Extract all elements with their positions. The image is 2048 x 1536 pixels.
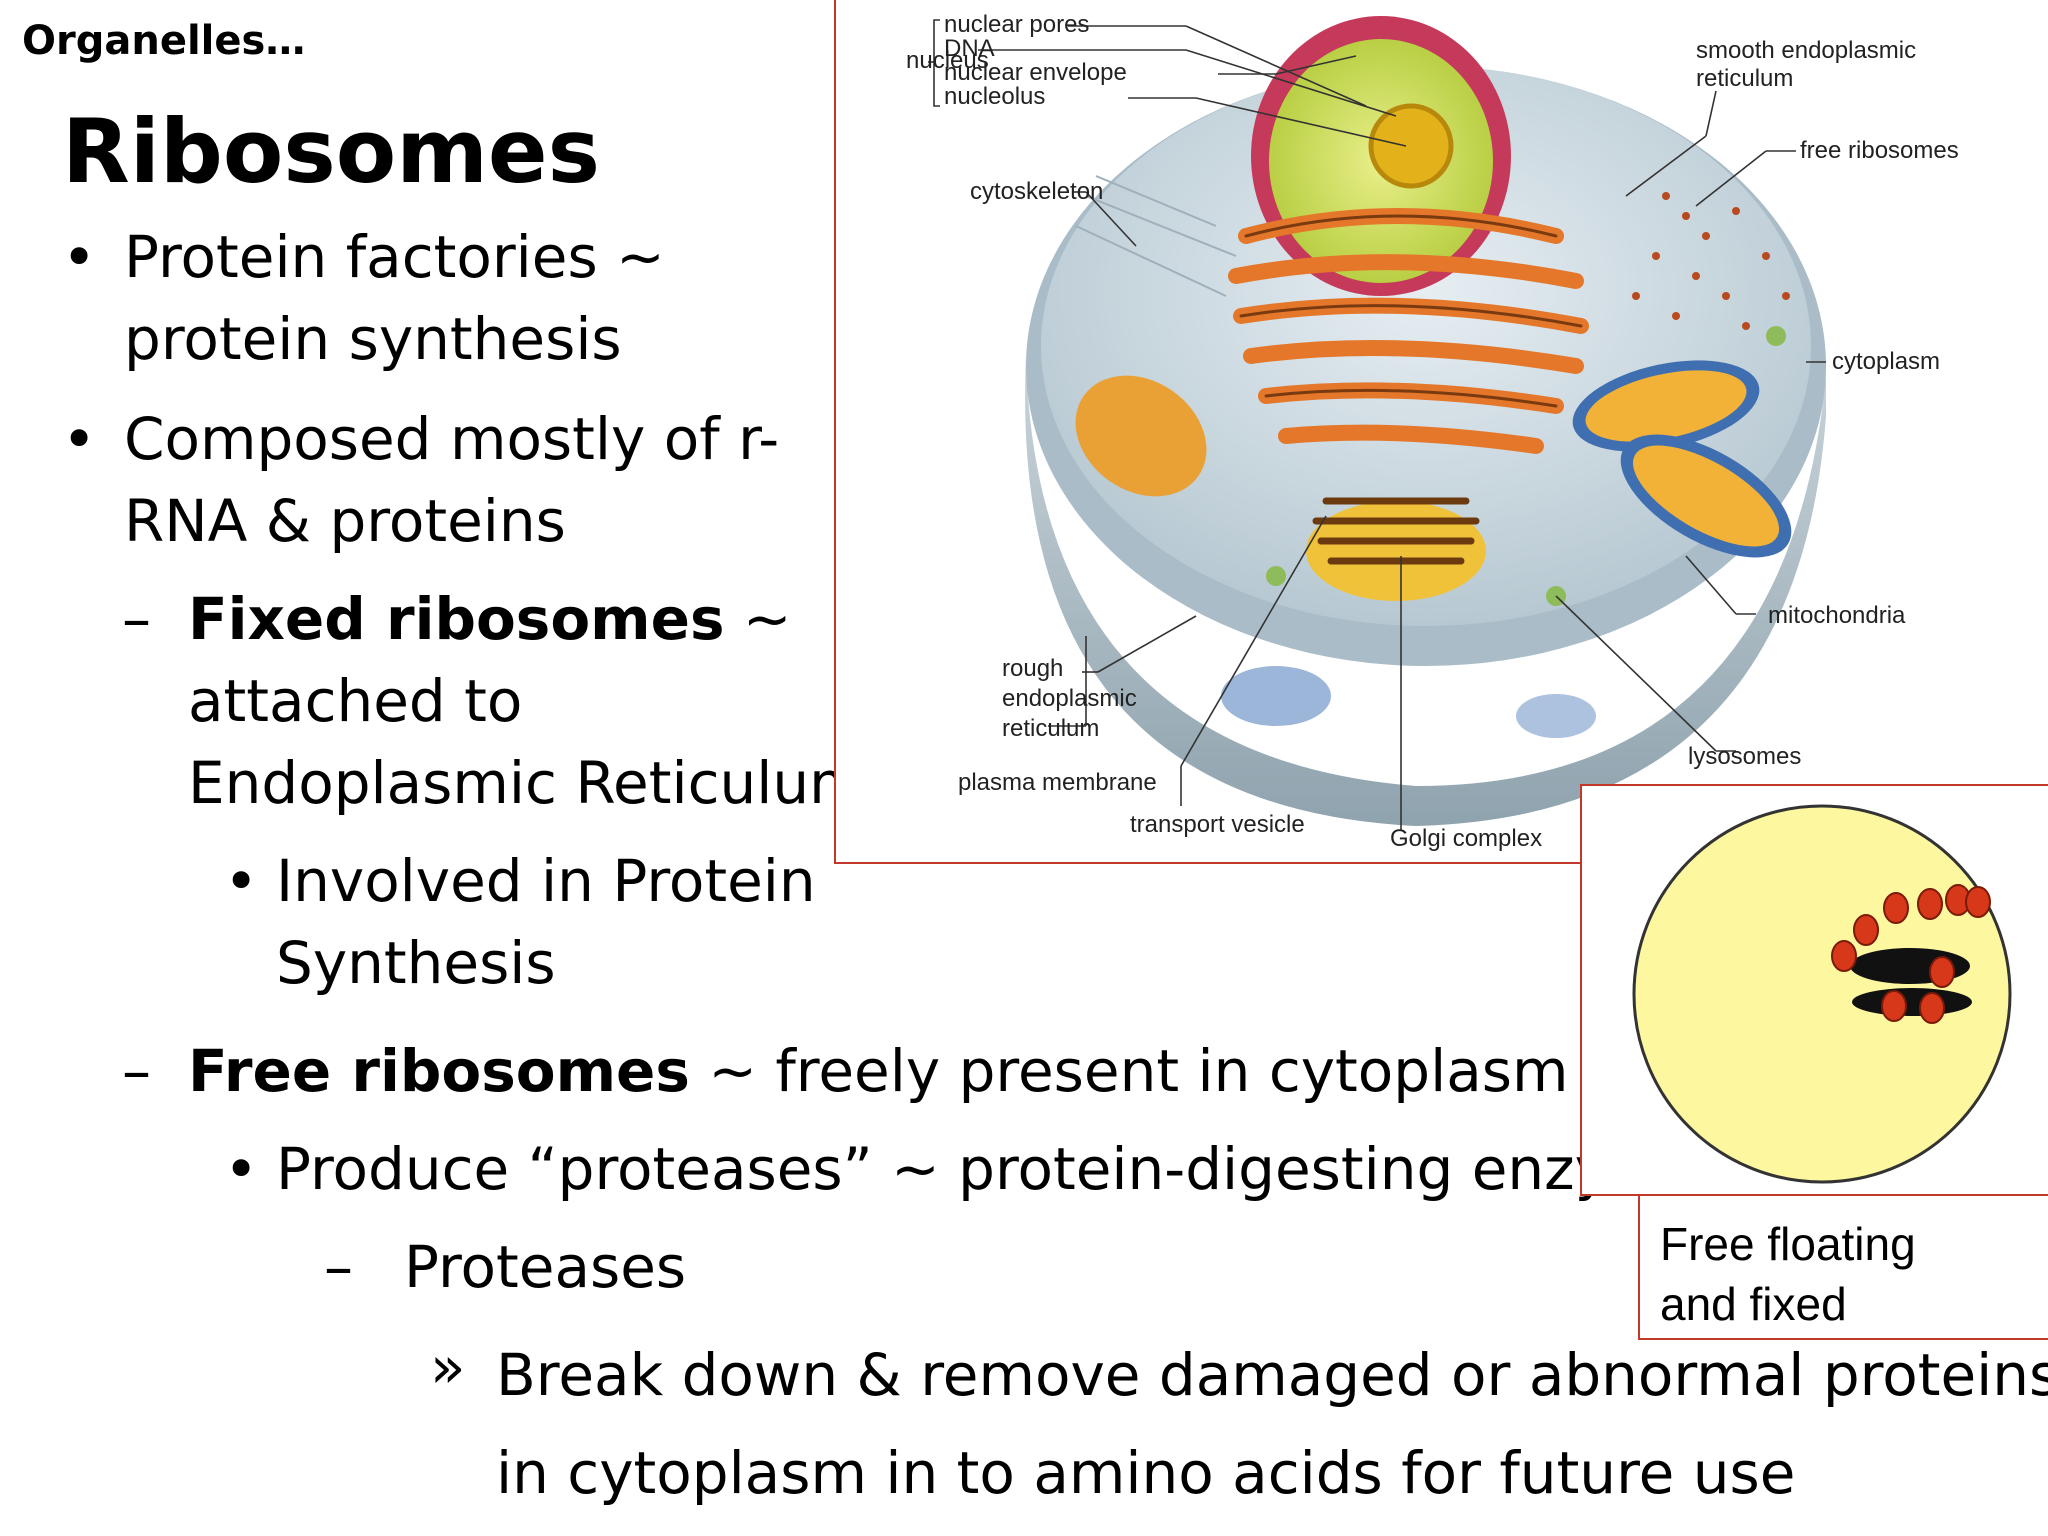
bullet-text: protein synthesis xyxy=(124,305,622,373)
rough-er-detail xyxy=(1239,214,1583,408)
bullet-text: Involved in Protein xyxy=(276,847,816,915)
bullet-text: in cytoplasm in to amino acids for futur… xyxy=(496,1439,1796,1507)
label-rough-er-3: reticulum xyxy=(1002,715,1099,742)
bullet-text: attached to xyxy=(188,667,523,735)
bullet-text: Synthesis xyxy=(276,929,556,997)
raquo-marker: » xyxy=(430,1333,466,1401)
bullet-marker: • xyxy=(224,847,259,915)
vesicle-shape xyxy=(1221,666,1331,726)
cell-circle xyxy=(1632,804,2012,1184)
bullet-marker: • xyxy=(62,405,97,473)
label-transport-vesicle: transport vesicle xyxy=(1130,811,1305,838)
er-membrane xyxy=(1852,988,1972,1016)
organelle-left xyxy=(1075,375,1207,497)
inset-caption-line2: and fixed xyxy=(1660,1278,1847,1330)
bullet-text: RNA & proteins xyxy=(124,487,566,555)
bullet-composed: Composed mostly of r- RNA & proteins xyxy=(124,398,779,562)
slide-title: Ribosomes xyxy=(62,100,600,203)
bullet-protein-factories: Protein factories ~ protein synthesis xyxy=(124,216,665,380)
label-smooth-er-2: reticulum xyxy=(1696,65,1793,92)
mitochondrion-1-inner xyxy=(1585,370,1747,442)
inset-caption-line1: Free floating xyxy=(1660,1218,1916,1270)
ribosome-inset-diagram xyxy=(1632,804,2012,1184)
label-golgi-complex: Golgi complex xyxy=(1390,825,1542,852)
ribosome-dots xyxy=(1831,884,1991,1024)
bullet-text: Endoplasmic Reticulum xyxy=(188,749,866,817)
inset-caption-box: Free floating and fixed xyxy=(1638,1194,2048,1340)
ribosome-inset-frame xyxy=(1580,784,2048,1196)
bullet-marker: • xyxy=(224,1135,259,1203)
vesicle-shape xyxy=(1516,694,1596,738)
label-nuclear-envelope: nuclear envelope xyxy=(944,59,1127,86)
bullet-proteases: Proteases xyxy=(404,1233,687,1301)
bullet-text: ~ xyxy=(724,585,792,653)
label-free-ribosomes: free ribosomes xyxy=(1800,137,1959,164)
leader-lines xyxy=(928,19,1826,831)
bullet-marker: • xyxy=(62,223,97,291)
label-cytoskeleton: cytoskeleton xyxy=(970,178,1103,205)
fixed-ribosomes-term: Fixed ribosomes xyxy=(188,585,725,653)
golgi-shape xyxy=(1306,501,1486,601)
dash-marker: – xyxy=(122,585,151,653)
lysosome-shape xyxy=(1266,566,1286,586)
bullet-text: Protein factories ~ xyxy=(124,223,665,291)
label-smooth-er: smooth endoplasmic xyxy=(1696,37,1916,64)
free-ribosome-dots xyxy=(1632,192,1790,330)
label-rough-er: rough xyxy=(1002,655,1063,682)
bullet-text: ~ freely present in cytoplasm xyxy=(689,1037,1569,1105)
bullet-text: Composed mostly of r- xyxy=(124,405,780,473)
bullet-produce-proteases: Produce “proteases” ~ protein-digesting … xyxy=(276,1135,1666,1203)
bullet-free-ribosomes: Free ribosomes ~ freely present in cytop… xyxy=(188,1030,1568,1112)
label-nucleus: nucleus xyxy=(906,47,989,74)
dash-marker: – xyxy=(324,1233,353,1301)
bullet-break-down: Break down & remove damaged or abnormal … xyxy=(496,1326,2048,1522)
slide-kicker: Organelles… xyxy=(22,18,306,64)
label-nucleolus: nucleolus xyxy=(944,83,1045,110)
bullet-text: Break down & remove damaged or abnormal … xyxy=(496,1341,2048,1409)
label-cytoplasm: cytoplasm xyxy=(1832,348,1940,375)
dash-marker: – xyxy=(122,1037,151,1105)
label-dna: DNA xyxy=(944,35,995,62)
lysosome-shape xyxy=(1766,326,1786,346)
golgi-stacks xyxy=(1312,497,1480,565)
label-nuclear-pores: nuclear pores xyxy=(944,11,1089,38)
label-plasma-membrane: plasma membrane xyxy=(958,769,1157,796)
animal-cell-diagram: nucleus nuclear pores DNA nuclear envelo… xyxy=(906,11,1959,852)
nucleolus-shape xyxy=(1368,103,1454,189)
cytoskeleton-fibers xyxy=(1075,175,1237,297)
mitochondrion-2-inner xyxy=(1632,445,1780,547)
bullet-fixed-ribosomes: Fixed ribosomes ~ attached to Endoplasmi… xyxy=(188,578,866,824)
label-rough-er-2: endoplasmic xyxy=(1002,685,1137,712)
cell-diagram-frame: nucleus nuclear pores DNA nuclear envelo… xyxy=(834,0,2048,864)
free-ribosomes-term: Free ribosomes xyxy=(188,1037,690,1105)
label-mitochondria: mitochondria xyxy=(1768,602,1906,629)
bullet-involved: Involved in Protein Synthesis xyxy=(276,840,816,1004)
label-lysosomes: lysosomes xyxy=(1688,743,1801,770)
